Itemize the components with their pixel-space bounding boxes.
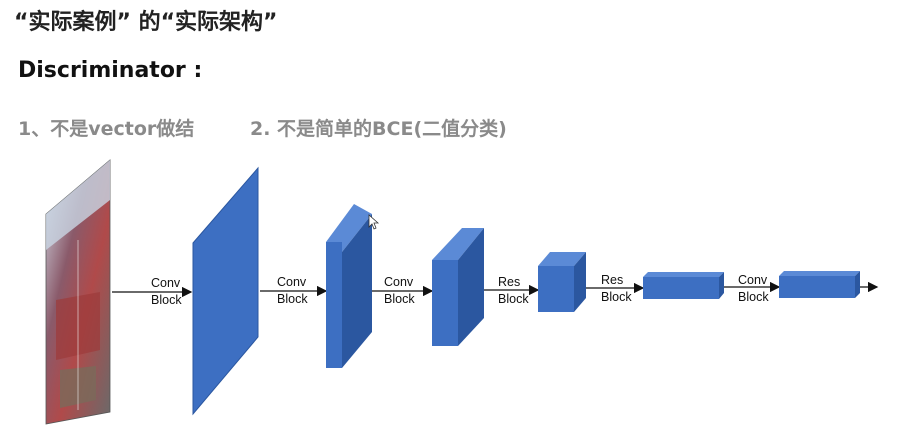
block-label-3-line2: Block [384,292,415,306]
block-label-4-line2: Block [498,292,529,306]
feature-map-6 [779,271,860,298]
section-subtitle: Discriminator : [18,58,203,83]
feature-map-4 [538,252,586,312]
block-labels: Conv Block Conv Block Conv Block Res Blo… [151,273,769,307]
page-title: “实际案例” 的“实际架构” [14,10,278,35]
block-label-1-line2: Block [151,293,182,307]
feature-map-3 [432,228,484,346]
block-label-6-line1: Conv [738,273,768,287]
feature-map-2 [326,204,372,368]
block-label-6-line2: Block [738,290,769,304]
arrows [112,281,879,298]
block-label-1-line1: Conv [151,276,181,290]
block-label-4-line1: Res [498,275,520,289]
block-label-5-line1: Res [601,273,623,287]
block-label-2-line2: Block [277,292,308,306]
feature-map-5 [643,272,724,299]
block-label-3-line1: Conv [384,275,414,289]
block-label-2-line1: Conv [277,275,307,289]
block-label-5-line2: Block [601,290,632,304]
mouse-cursor-icon [368,214,380,230]
bullet-point-1: 1、不是vector做结 [18,118,195,140]
feature-map-1 [192,166,259,416]
bullet-point-2: 2. 不是简单的BCE(二值分类) [250,118,507,140]
input-photo [45,159,111,425]
